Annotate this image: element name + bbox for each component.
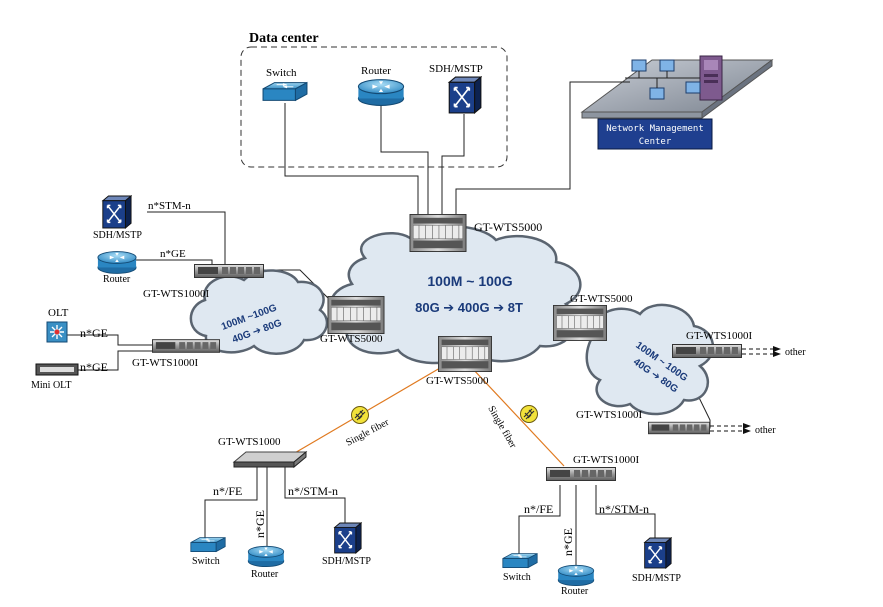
core-bottom-label: GT-WTS5000 (426, 375, 489, 387)
nmc-label-panel (597, 118, 713, 150)
br-router-icon (557, 564, 595, 586)
left-sdh-icon (102, 195, 132, 229)
bl-fiber-icon (350, 405, 370, 425)
bl-node (232, 450, 308, 469)
bottom-left-group: Single fiber GT-WTS1000 n*/FE n*GE n*/ST… (190, 405, 391, 580)
right-cloud: 100M ~ 100G 40G ➔ 80G (585, 303, 715, 416)
br-fiber-label: Single fiber (485, 404, 518, 451)
nmc-label-line1: Network Management (606, 124, 704, 134)
bl-sdh-icon (333, 522, 362, 554)
dc-switch-icon (262, 82, 308, 101)
olt-link-label: n*GE (80, 326, 108, 340)
core-cloud: 100M ~ 100G 80G ➔ 400G ➔ 8T (329, 224, 582, 365)
core-speed-label: 100M ~ 100G (427, 273, 512, 289)
bl-switch-label: Switch (192, 556, 220, 567)
dc-router-label: Router (361, 65, 391, 77)
left-link-stm: n*STM-n (148, 200, 191, 212)
mini-olt-label: Mini OLT (31, 380, 71, 391)
br-node-label: GT-WTS1000I (573, 454, 640, 466)
bl-router-icon (247, 545, 285, 567)
core-top-label: GT-WTS5000 (474, 220, 542, 234)
left-bottom-node-label: GT-WTS1000I (132, 357, 199, 369)
left-router-label: Router (103, 274, 131, 285)
br-stm-label: n*/STM-n (599, 502, 649, 516)
nmc-label-line2: Center (639, 137, 672, 147)
left-sdh-label: SDH/MSTP (93, 230, 142, 241)
br-router-label: Router (561, 586, 589, 597)
dc-sdh-label: SDH/MSTP (429, 63, 483, 75)
right-top-node-label: GT-WTS1000I (686, 330, 753, 342)
right-other-top: other (785, 347, 806, 358)
mini-olt-link-label: n*GE (80, 360, 108, 374)
left-router-icon (97, 251, 137, 274)
bl-node-label: GT-WTS1000 (218, 436, 281, 448)
left-access-group: SDH/MSTP n*STM-n Router n*GE GT-WTS1000I… (31, 195, 264, 391)
br-sdh-label: SDH/MSTP (632, 573, 681, 584)
core-left-node (327, 296, 385, 334)
data-center-boundary (240, 46, 508, 168)
br-fiber-icon (519, 404, 539, 424)
left-top-node-label: GT-WTS1000I (143, 288, 210, 300)
right-other-bottom: other (755, 425, 776, 436)
left-link-ge: n*GE (160, 248, 186, 260)
br-ge-label: n*GE (561, 528, 575, 556)
bl-ge-label: n*GE (253, 510, 267, 538)
br-switch-icon (502, 553, 538, 568)
bl-sdh-label: SDH/MSTP (322, 556, 371, 567)
br-switch-label: Switch (503, 572, 531, 583)
data-center-group: Data center Switch Router SDH/MSTP (240, 31, 508, 168)
core-left-label: GT-WTS5000 (320, 333, 383, 345)
bl-fe-label: n*/FE (213, 484, 242, 498)
core-nodes: GT-WTS5000 GT-WTS5000 GT-WTS5000 GT-WTS5… (320, 214, 633, 387)
core-top-node (409, 214, 467, 252)
right-access-group: GT-WTS1000I other GT-WTS1000I other (576, 330, 806, 436)
nmc-workstation-icon (631, 59, 647, 72)
left-bottom-node (152, 339, 220, 353)
bl-fiber-label: Single fiber (344, 417, 391, 449)
bl-stm-label: n*/STM-n (288, 484, 338, 498)
br-sdh-icon (643, 537, 672, 569)
olt-icon (46, 321, 68, 343)
right-top-node (672, 344, 742, 358)
data-center-title: Data center (249, 31, 319, 46)
core-right-label: GT-WTS5000 (570, 293, 633, 305)
dc-router-icon (357, 79, 405, 106)
bl-switch-icon (190, 537, 226, 552)
right-bottom-node (648, 421, 710, 435)
br-node (546, 466, 616, 482)
dc-switch-label: Switch (266, 67, 297, 79)
nmc-group: Network Management Center (580, 55, 774, 150)
core-right-node (552, 305, 608, 341)
core-evolution-label: 80G ➔ 400G ➔ 8T (415, 300, 523, 315)
bl-router-label: Router (251, 569, 279, 580)
dc-sdh-icon (448, 76, 482, 114)
left-top-node (194, 264, 264, 278)
olt-label: OLT (48, 307, 69, 319)
right-bottom-node-label: GT-WTS1000I (576, 409, 643, 421)
core-bottom-node (437, 336, 493, 372)
br-fe-label: n*/FE (524, 502, 553, 516)
mini-olt-icon (35, 363, 79, 376)
